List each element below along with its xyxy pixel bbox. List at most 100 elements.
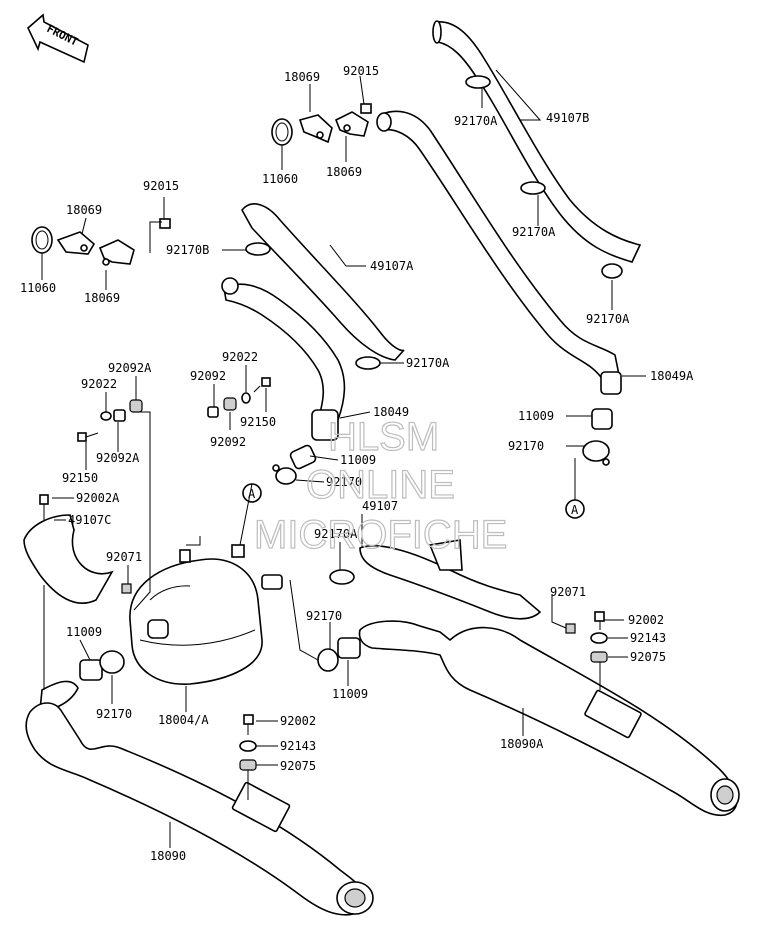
- label-49107c: 49107C: [68, 513, 111, 527]
- label-92075-lower: 92075: [280, 759, 316, 773]
- label-92170-right: 92170: [508, 439, 544, 453]
- label-11009-center: 11009: [340, 453, 376, 467]
- grommet-92075-lower: [239, 759, 257, 771]
- bolt-92150-left: [77, 432, 99, 442]
- pipe-18049a: [376, 110, 622, 395]
- label-11009-left: 11009: [66, 625, 102, 639]
- connector-11009-lower: [337, 637, 361, 659]
- label-49107a: 49107A: [370, 259, 414, 273]
- label-18069-top-right: 18069: [326, 165, 362, 179]
- label-92002a: 92002A: [76, 491, 120, 505]
- heat-shield-49107: [359, 539, 542, 620]
- label-92015-left: 92015: [143, 179, 179, 193]
- flange-18069-upper-a: [298, 114, 333, 144]
- label-92170a-mid: 92170A: [512, 225, 556, 239]
- label-18090: 18090: [150, 849, 186, 863]
- watermark-line-3: MICROFICHE: [254, 513, 507, 557]
- label-92143-right: 92143: [630, 631, 666, 645]
- label-18049a: 18049A: [650, 369, 694, 383]
- label-49107: 49107: [362, 499, 398, 513]
- heat-shield-49107c: [23, 514, 114, 604]
- washer-92143-right: [590, 632, 608, 644]
- label-92170-center: 92170: [326, 475, 362, 489]
- label-11060-top: 11060: [262, 172, 298, 186]
- watermark-line-1: HLSM: [328, 415, 439, 459]
- silencer-18090: [25, 680, 374, 916]
- label-92143-lower: 92143: [280, 739, 316, 753]
- label-92071-left: 92071: [106, 550, 142, 564]
- label-18069-top-left: 18069: [284, 70, 320, 84]
- label-18049: 18049: [373, 405, 409, 419]
- label-92170a-top: 92170A: [454, 114, 498, 128]
- gasket-11060-left: [31, 226, 53, 254]
- label-92170b: 92170B: [166, 243, 209, 257]
- label-11060-left: 11060: [20, 281, 56, 295]
- label-92092a-top: 92092A: [108, 361, 152, 375]
- label-92150-mid: 92150: [240, 415, 276, 429]
- label-11009-lower: 11009: [332, 687, 368, 701]
- label-92092-upper: 92092: [190, 369, 226, 383]
- bolt-92002a: [39, 494, 49, 520]
- collar-92092a-left: [113, 409, 126, 422]
- clamp-92170a-mid: [520, 181, 546, 195]
- clamp-92170a-top: [465, 75, 491, 89]
- label-18090a: 18090A: [500, 737, 544, 751]
- clamp-92170-right: [582, 440, 610, 466]
- collar-92092-mid: [207, 406, 219, 418]
- label-92170a-49107: 92170A: [314, 527, 358, 541]
- bolt-92002-lower: [243, 714, 254, 735]
- clamp-92170-lower: [317, 648, 339, 672]
- clip-92071-left: [121, 583, 132, 594]
- part-labels: 18069 92015 11060 18069 92170A 49107B 92…: [20, 64, 694, 863]
- label-92015-top: 92015: [343, 64, 379, 78]
- flange-18069-upper-b: [334, 111, 369, 137]
- label-18069-left-bottom: 18069: [84, 291, 120, 305]
- connector-11009-right: [591, 408, 613, 430]
- grommet-92075-right: [590, 651, 608, 663]
- callout-a-left: A: [242, 483, 262, 503]
- pipe-18049: [221, 277, 346, 441]
- clamp-92170-center: [272, 464, 297, 485]
- connector-11009-left: [79, 659, 103, 681]
- label-49107b: 49107B: [546, 111, 589, 125]
- callout-a-right: A: [565, 499, 585, 519]
- washer-92022-mid: [241, 392, 251, 404]
- bolt-92002-right: [594, 611, 605, 630]
- label-92170-left: 92170: [96, 707, 132, 721]
- label-92092-lower: 92092: [210, 435, 246, 449]
- front-arrow-icon: FRONT: [27, 13, 89, 64]
- label-92022-left: 92022: [81, 377, 117, 391]
- label-92150-left: 92150: [62, 471, 98, 485]
- watermark: HLSM ONLINE MICROFICHE: [253, 414, 508, 557]
- clamp-92170a-49107: [329, 569, 355, 585]
- leader-lines: [41, 69, 646, 848]
- connector-11009-center: [289, 444, 317, 470]
- label-92092a-bottom: 92092A: [96, 451, 140, 465]
- label-92022-mid: 92022: [222, 350, 258, 364]
- label-92002-lower: 92002: [280, 714, 316, 728]
- bolt-92150-mid: [253, 377, 271, 393]
- label-92170a-49107a: 92170A: [406, 356, 450, 370]
- label-18004a: 18004/A: [158, 713, 209, 727]
- label-92170-lower: 92170: [306, 609, 342, 623]
- nut-92015-left: [159, 218, 171, 229]
- washer-92022-left: [100, 411, 112, 421]
- gasket-11060-upper: [271, 118, 293, 146]
- label-92071-right: 92071: [550, 585, 586, 599]
- washer-92143-lower: [239, 740, 257, 752]
- muffler-18004a: [129, 544, 283, 685]
- clamp-92170a-low: [601, 263, 623, 279]
- clip-92071-right: [565, 623, 576, 634]
- silencer-18090a: [358, 620, 740, 817]
- flange-18069-left-a: [56, 231, 96, 255]
- clamp-92170-left: [99, 650, 125, 674]
- watermark-line-2: ONLINE: [306, 463, 455, 507]
- grommet-92092-mid: [223, 397, 237, 411]
- clamp-92170a-49107a: [355, 356, 381, 370]
- label-18069-left-top: 18069: [66, 203, 102, 217]
- label-92075-right: 92075: [630, 650, 666, 664]
- callout-a-left-text: A: [248, 487, 256, 501]
- callout-a-right-text: A: [571, 503, 579, 517]
- grommet-92092a-top: [129, 399, 143, 413]
